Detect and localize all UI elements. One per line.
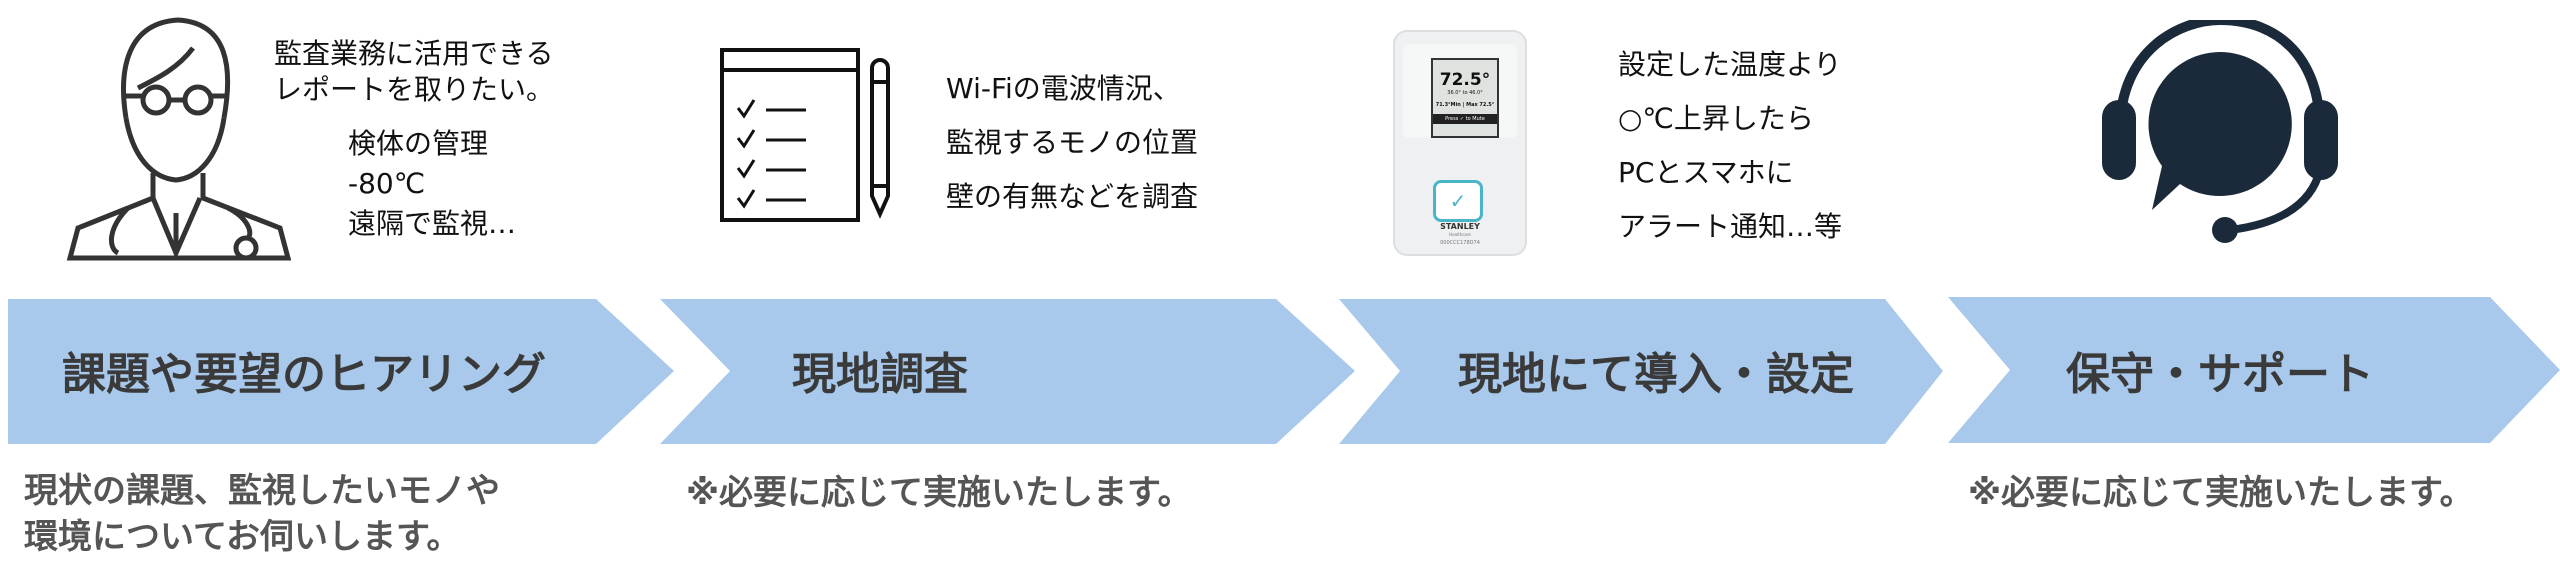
note-line: 環境についてお伺いします。	[24, 517, 461, 557]
text-line: アラート通知…等	[1618, 210, 1843, 243]
text-line: -80℃	[348, 167, 426, 200]
text-line: レポートを取りたい。	[274, 73, 555, 106]
text-line: 壁の有無などを調査	[946, 180, 1199, 213]
step-1-top-text-b: 検体の管理 -80℃ 遠隔で監視…	[348, 124, 516, 244]
step-1-top-text-a: 監査業務に活用できる レポートを取りたい。	[274, 36, 554, 108]
step-2-label: 現地調査	[792, 349, 968, 400]
step-arrow-1	[8, 299, 674, 444]
device-serial: 000CCC178D74	[1440, 240, 1480, 246]
device-prompt: Press ✓ to Mute	[1433, 114, 1497, 124]
text-line: 検体の管理	[348, 127, 489, 160]
text-line: ○℃上昇したら	[1618, 102, 1814, 135]
device-screen: 72.5° 36.0° to 46.0° 71.3°Min | Max 72.5…	[1431, 58, 1499, 138]
device-minmax: 71.3°Min | Max 72.5°	[1435, 102, 1495, 108]
text-line: 設定した温度より	[1618, 48, 1842, 81]
checklist-icon	[720, 48, 890, 222]
step-4-note: ※必要に応じて実施いたします。	[1968, 473, 2474, 513]
device-check-button: ✓	[1433, 180, 1483, 222]
step-2-top-text: Wi-Fiの電波情況、 監視するモノの位置 壁の有無などを調査	[946, 62, 1198, 224]
text-line: PCとスマホに	[1618, 156, 1794, 189]
device-reading: 72.5°	[1439, 70, 1491, 90]
text-line: 監視するモノの位置	[946, 126, 1199, 159]
step-1-note: 現状の課題、監視したいモノや 環境についてお伺いします。	[24, 468, 500, 560]
text-line: 遠隔で監視…	[348, 207, 517, 240]
step-arrow-2	[660, 299, 1355, 444]
step-3-top-text: 設定した温度より ○℃上昇したら PCとスマホに アラート通知…等	[1618, 38, 1842, 254]
step-4-label: 保守・サポート	[2066, 349, 2374, 400]
device-range: 36.0° to 46.0°	[1447, 90, 1483, 96]
device-brand: STANLEY	[1440, 222, 1480, 231]
device-sub: Healthcare	[1449, 232, 1471, 237]
headset-support-icon	[2102, 20, 2338, 243]
text-line: Wi-Fiの電波情況、	[946, 72, 1181, 105]
step-arrow-4	[1948, 297, 2560, 443]
step-1-label: 課題や要望のヒアリング	[62, 349, 546, 400]
device-screen-bezel: 72.5° 36.0° to 46.0° 71.3°Min | Max 72.5…	[1403, 44, 1517, 138]
doctor-icon	[66, 17, 292, 261]
step-arrow-3	[1339, 299, 1943, 444]
note-line: 現状の課題、監視したいモノや	[24, 471, 500, 511]
device-image: 72.5° 36.0° to 46.0° 71.3°Min | Max 72.5…	[1393, 30, 1527, 256]
step-2-note: ※必要に応じて実施いたします。	[686, 473, 1192, 513]
step-3-label: 現地にて導入・設定	[1458, 349, 1854, 400]
text-line: 監査業務に活用できる	[274, 37, 554, 70]
